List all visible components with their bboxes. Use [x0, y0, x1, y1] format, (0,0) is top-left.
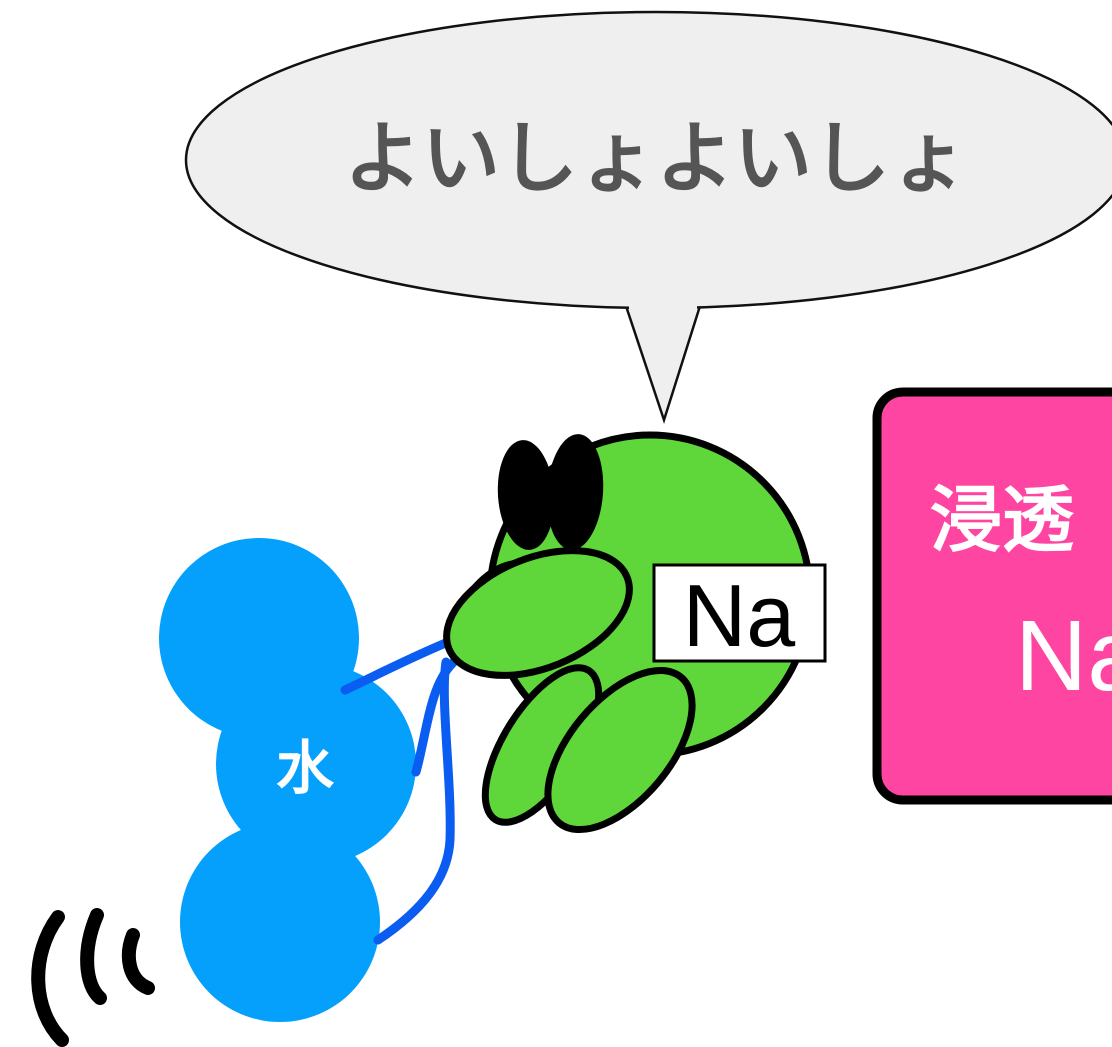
motion-marks: [31, 908, 155, 1047]
water-arms: [340, 637, 461, 945]
speech-bubble: よいしょよいしょ: [184, 10, 1112, 425]
na-label: Na: [683, 566, 796, 665]
na-label-box: [652, 563, 827, 663]
panel-title: 浸透: [930, 478, 1075, 562]
water-label: 水: [276, 734, 335, 802]
eye-left: [497, 440, 555, 550]
info-panel-box: [872, 387, 1112, 805]
leg-front: [544, 666, 696, 834]
speech-text: よいしょよいしょ: [344, 114, 968, 204]
front-arm: [443, 547, 633, 679]
eye-right: [546, 434, 604, 550]
panel-subtitle: Na: [1015, 600, 1112, 712]
info-panel: 浸透 Na: [872, 387, 1112, 805]
water-molecule: 水: [159, 538, 416, 1022]
sodium-character: Na: [443, 431, 827, 834]
